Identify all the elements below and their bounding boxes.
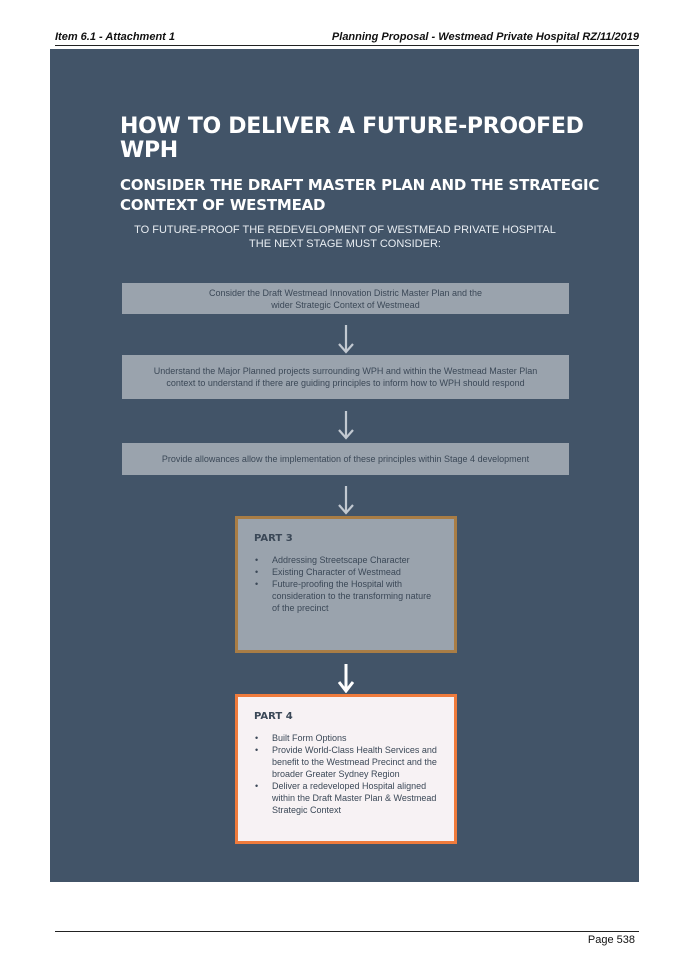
header-document-title: Planning Proposal - Westmead Private Hos… [331,31,639,43]
part-3-item: Addressing Streetscape Character [255,554,438,566]
header-attachment-label: Item 6.1 - Attachment 1 [55,31,176,43]
page-footer: Page 538 [55,931,639,946]
intro-line-1: TO FUTURE-PROOF THE REDEVELOPMENT OF WES… [134,224,556,236]
part-3-item: Existing Character of Westmead [255,566,438,578]
arrow-down-icon [338,411,354,440]
step-1-line-2: wider Strategic Context of Westmead [271,299,420,310]
step-2-line-1: Understand the Major Planned projects su… [153,366,538,376]
infographic-panel: HOW TO DELIVER A FUTURE-PROOFED WPH CONS… [50,49,639,882]
page-number: Page 538 [587,934,635,946]
part-3-list: Addressing Streetscape Character Existin… [254,554,438,614]
part-4-item: Provide World-Class Health Services and … [255,744,438,780]
part-4-list: Built Form Options Provide World-Class H… [254,732,438,816]
page-header: Item 6.1 - Attachment 1 Planning Proposa… [55,31,639,46]
part-3-box: PART 3 Addressing Streetscape Character … [235,516,457,653]
step-box-1: Consider the Draft Westmead Innovation D… [122,283,569,314]
part-4-item: Deliver a redeveloped Hospital aligned w… [255,780,438,816]
arrow-down-icon [338,664,354,693]
panel-intro: TO FUTURE-PROOF THE REDEVELOPMENT OF WES… [120,223,570,251]
part-4-item: Built Form Options [255,732,438,744]
step-3-line-1: Provide allowances allow the implementat… [161,454,530,464]
panel-title: HOW TO DELIVER A FUTURE-PROOFED WPH [120,114,584,163]
step-1-line-1: Consider the Draft Westmead Innovation D… [209,287,482,298]
step-box-3: Provide allowances allow the implementat… [122,443,569,475]
arrow-down-icon [338,486,354,515]
intro-line-2: THE NEXT STAGE MUST CONSIDER: [249,238,441,250]
part-4-box: PART 4 Built Form Options Provide World-… [235,694,457,844]
part-4-title: PART 4 [254,711,293,722]
part-3-item: Future-proofing the Hospital with consid… [255,578,438,614]
arrow-down-icon [338,325,354,354]
part-3-title: PART 3 [254,533,293,544]
step-box-2: Understand the Major Planned projects su… [122,355,569,399]
step-2-line-2: context to understand if there are guidi… [166,378,525,388]
panel-subtitle: CONSIDER THE DRAFT MASTER PLAN AND THE S… [120,176,600,214]
